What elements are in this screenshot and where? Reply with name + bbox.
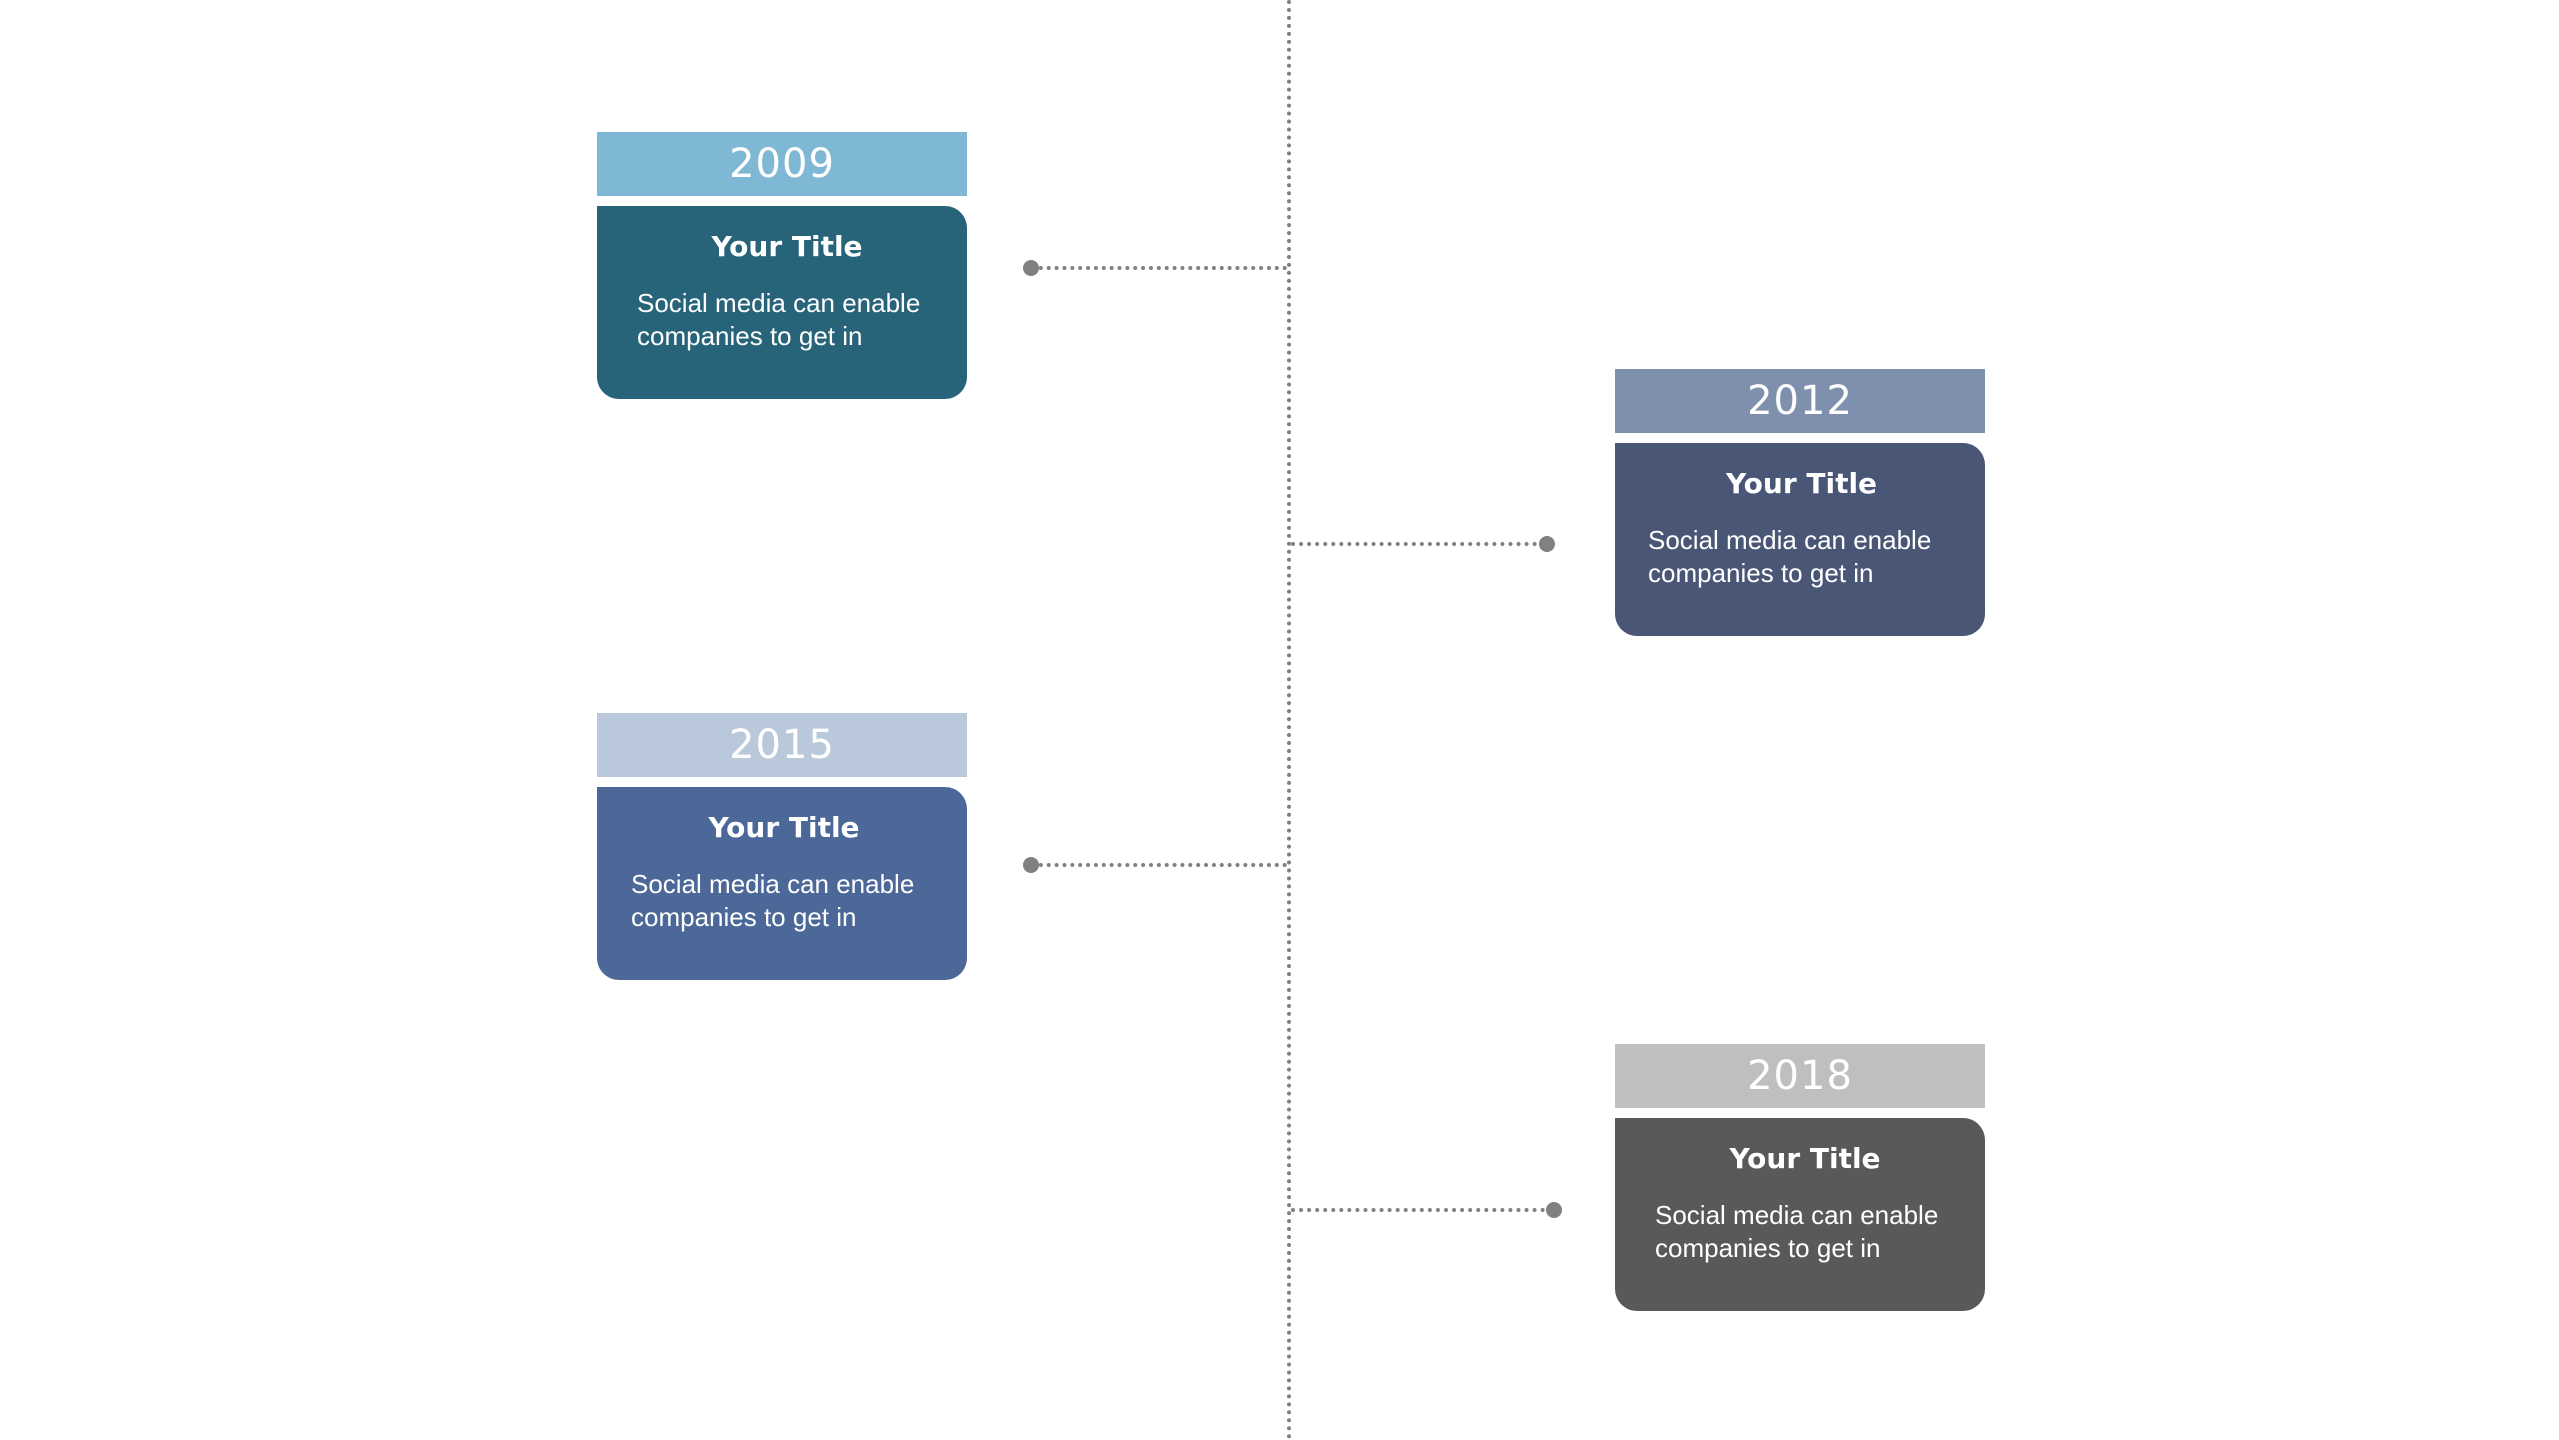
event-title: Your Title bbox=[1729, 1142, 1881, 1175]
event-description: Social media can enable companies to get… bbox=[1648, 525, 1932, 588]
event-description: Social media can enable companies to get… bbox=[631, 869, 915, 932]
connector-2009 bbox=[1031, 266, 1287, 270]
event-card-2012: Your Title Social media can enable compa… bbox=[1615, 443, 1985, 636]
event-card-2009: Your Title Social media can enable compa… bbox=[597, 206, 967, 399]
event-2012: 2012 Your Title Social media can enable … bbox=[1615, 369, 1985, 636]
connector-dot-2012 bbox=[1539, 536, 1555, 552]
connector-dot-2015 bbox=[1023, 857, 1039, 873]
connector-2015 bbox=[1031, 863, 1287, 867]
event-card-2018: Your Title Social media can enable compa… bbox=[1615, 1118, 1985, 1311]
event-2009: 2009 Your Title Social media can enable … bbox=[597, 132, 967, 399]
event-title: Your Title bbox=[711, 230, 863, 263]
event-card-2015: Your Title Social media can enable compa… bbox=[597, 787, 967, 980]
event-description: Social media can enable companies to get… bbox=[637, 288, 921, 351]
connector-dot-2009 bbox=[1023, 260, 1039, 276]
timeline-axis bbox=[1287, 0, 1291, 1440]
connector-dot-2018 bbox=[1546, 1202, 1562, 1218]
event-2018: 2018 Your Title Social media can enable … bbox=[1615, 1044, 1985, 1311]
event-title: Your Title bbox=[1725, 467, 1878, 500]
event-description: Social media can enable companies to get… bbox=[1655, 1200, 1939, 1263]
event-2015: 2015 Your Title Social media can enable … bbox=[597, 713, 967, 980]
year-banner-2018: 2018 bbox=[1615, 1044, 1985, 1108]
connector-2012 bbox=[1291, 542, 1545, 546]
event-title: Your Title bbox=[708, 811, 860, 844]
year-banner-2012: 2012 bbox=[1615, 369, 1985, 433]
connector-2018 bbox=[1291, 1208, 1553, 1212]
year-banner-2009: 2009 bbox=[597, 132, 967, 196]
year-banner-2015: 2015 bbox=[597, 713, 967, 777]
